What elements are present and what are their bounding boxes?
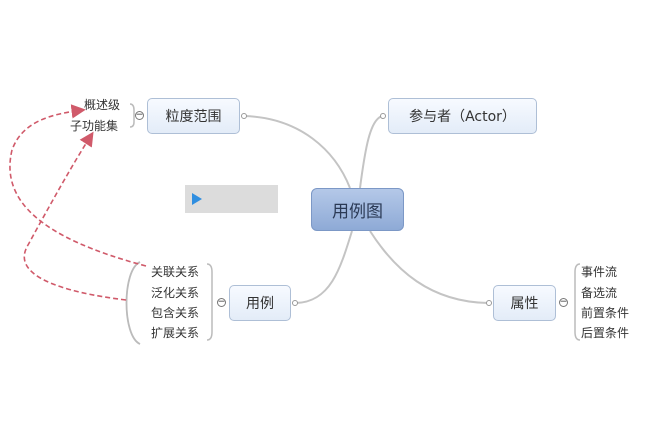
- connector-attributes: [369, 230, 489, 304]
- minus-icon: −: [217, 297, 226, 307]
- subtopic-subfunction-set[interactable]: 子功能集: [70, 119, 118, 133]
- subtopic-association[interactable]: 关联关系: [151, 265, 199, 279]
- subtopic-label: 后置条件: [581, 326, 630, 340]
- floating-topic-placeholder[interactable]: [185, 185, 278, 213]
- relationship-arrow-association: [9, 104, 147, 267]
- subtopic-event-flow[interactable]: 事件流: [581, 265, 617, 279]
- connector-handle-attributes[interactable]: [486, 300, 492, 306]
- subtopic-label: 子功能集: [70, 119, 119, 133]
- bracket-granularity: [129, 103, 135, 128]
- connector-granularity: [244, 115, 351, 189]
- subtopic-postcondition[interactable]: 后置条件: [581, 326, 629, 340]
- bracket-usecase-inner: [206, 263, 213, 341]
- subtopic-label: 关联关系: [151, 265, 200, 279]
- minus-icon: −: [135, 110, 144, 120]
- subtopic-overview-level[interactable]: 概述级: [84, 98, 120, 112]
- subtopic-label: 备选流: [581, 286, 618, 300]
- subtopic-label: 扩展关系: [151, 326, 200, 340]
- subtopic-extend[interactable]: 扩展关系: [151, 326, 199, 340]
- topic-granularity-label: 粒度范围: [165, 109, 222, 125]
- central-topic-label: 用例图: [332, 202, 383, 222]
- connector-handle-granularity[interactable]: [241, 113, 247, 119]
- subtopic-label: 概述级: [84, 98, 121, 112]
- central-topic[interactable]: 用例图: [311, 188, 404, 231]
- play-icon[interactable]: [192, 193, 202, 205]
- collapse-toggle-attributes[interactable]: −: [559, 298, 568, 307]
- bracket-usecase-outer: [125, 261, 141, 345]
- subtopic-label: 泛化关系: [151, 286, 200, 300]
- bracket-attributes: [574, 263, 581, 341]
- topic-usecase[interactable]: 用例: [229, 285, 291, 321]
- subtopic-label: 事件流: [581, 265, 618, 279]
- topic-usecase-label: 用例: [246, 296, 274, 312]
- connector-actor: [359, 115, 384, 189]
- subtopic-alternate-flow[interactable]: 备选流: [581, 286, 617, 300]
- connector-usecase: [295, 230, 353, 304]
- collapse-toggle-granularity[interactable]: −: [135, 111, 144, 120]
- connector-handle-usecase[interactable]: [292, 300, 298, 306]
- subtopic-label: 前置条件: [581, 306, 630, 320]
- minus-icon: −: [559, 297, 568, 307]
- collapse-toggle-usecase[interactable]: −: [217, 298, 226, 307]
- relationship-arrow-include: [23, 131, 127, 301]
- topic-actor-label: 参与者（Actor）: [409, 109, 516, 125]
- topic-actor[interactable]: 参与者（Actor）: [388, 98, 537, 134]
- connector-handle-actor[interactable]: [380, 113, 386, 119]
- topic-granularity[interactable]: 粒度范围: [147, 98, 240, 134]
- subtopic-generalization[interactable]: 泛化关系: [151, 286, 199, 300]
- topic-attributes[interactable]: 属性: [493, 285, 556, 321]
- subtopic-label: 包含关系: [151, 306, 200, 320]
- topic-attributes-label: 属性: [510, 296, 539, 312]
- subtopic-include[interactable]: 包含关系: [151, 306, 199, 320]
- subtopic-precondition[interactable]: 前置条件: [581, 306, 629, 320]
